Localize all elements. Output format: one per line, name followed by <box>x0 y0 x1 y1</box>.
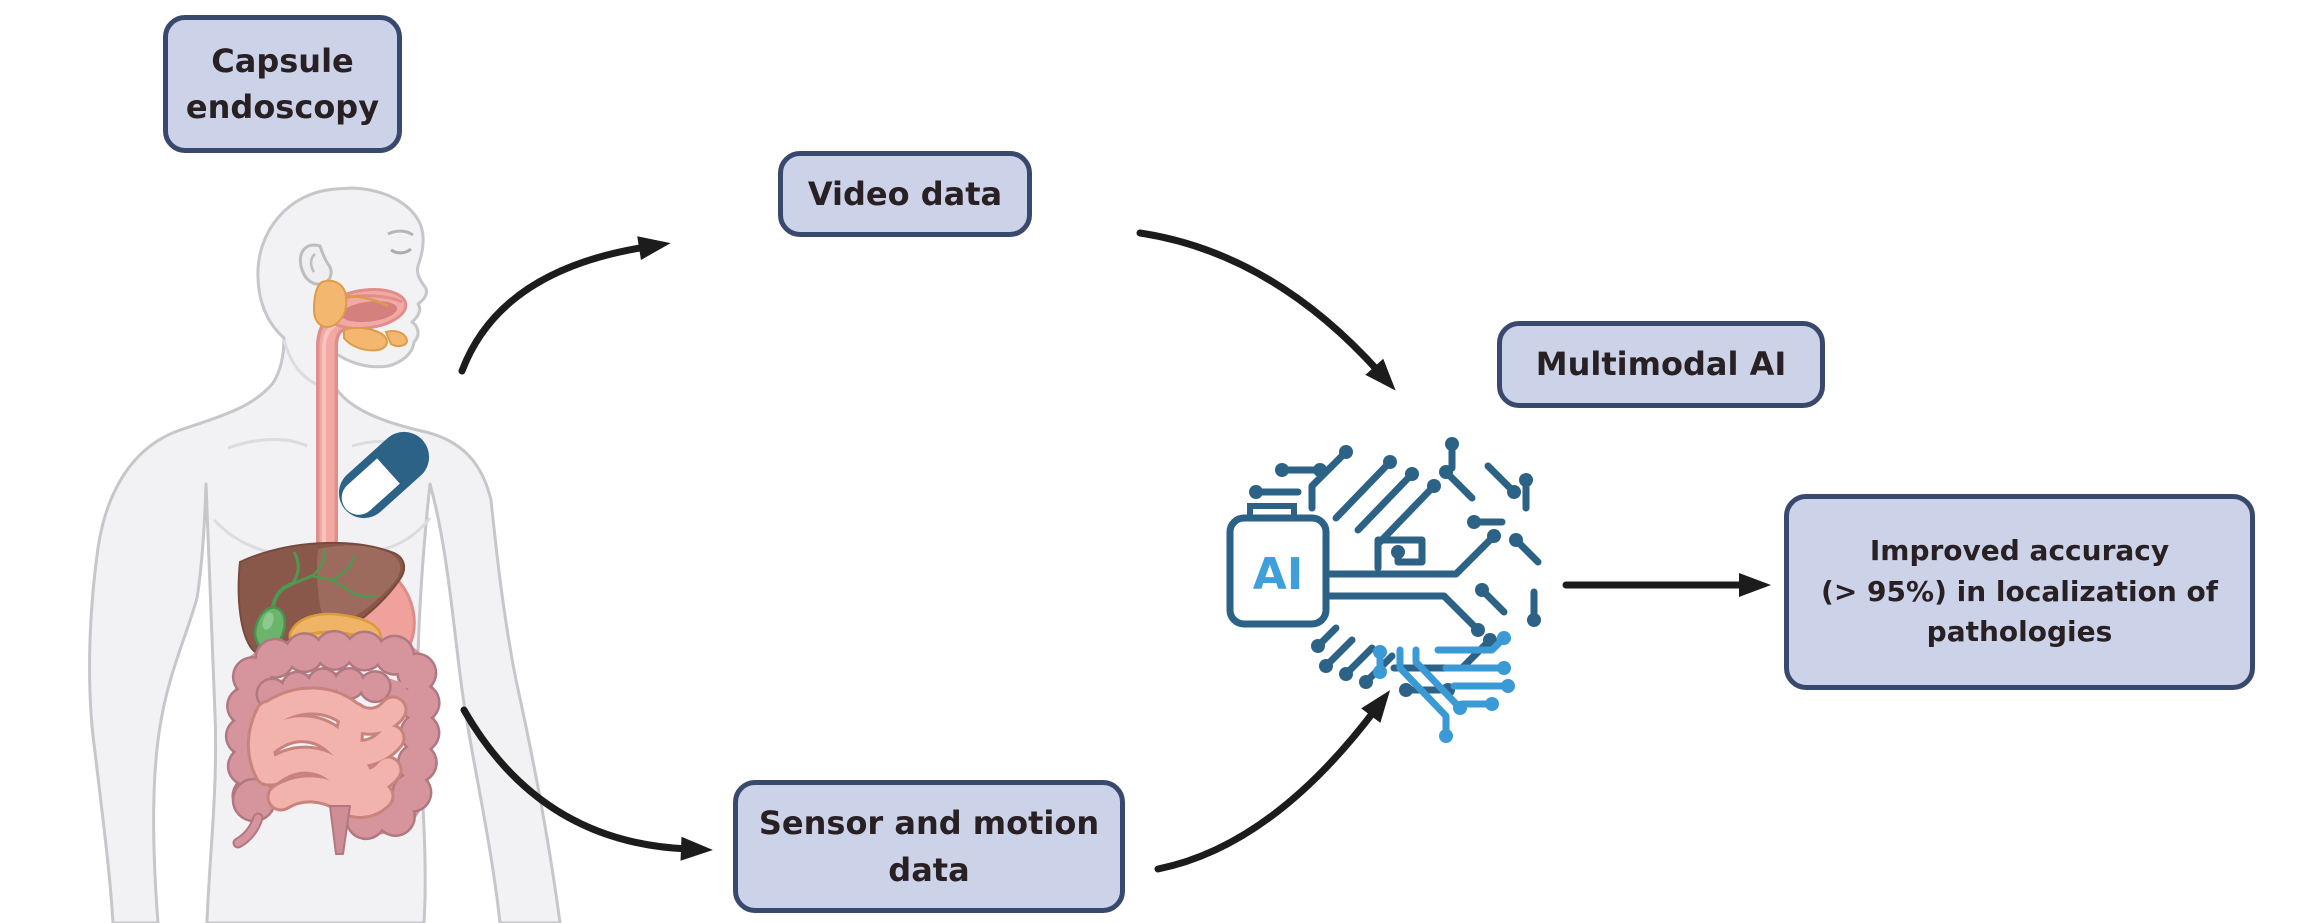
capsule-endoscopy-label-box: Capsule endoscopy <box>163 15 402 153</box>
appendix-icon <box>234 814 262 847</box>
salivary-glands-icon <box>312 279 409 352</box>
video-data-label-box: Video data <box>778 151 1032 237</box>
ai-chip: AI <box>1226 503 1330 628</box>
large-intestine-icon <box>224 629 441 841</box>
outcome-label-box: Improved accuracy (> 95%) in localizatio… <box>1784 494 2255 690</box>
rectum-icon <box>329 805 351 855</box>
arrow-sensor-data-to-ai <box>1154 690 1391 873</box>
human-body-illustration <box>88 186 562 923</box>
arrow-body-to-video-data <box>458 236 671 375</box>
sensor-motion-data-label-box: Sensor and motion data <box>733 780 1125 913</box>
circuit-brain-ai-icon: AI <box>1226 437 1542 743</box>
circuit-dots-light <box>1373 631 1515 743</box>
ear-inner-line <box>309 253 316 273</box>
flow-arrows <box>458 229 1771 873</box>
ai-chip-label: AI <box>1253 549 1303 600</box>
closed-eye-icon <box>390 247 412 255</box>
ai-chip-body <box>1226 514 1330 628</box>
eyebrow-icon <box>387 229 414 237</box>
arrow-video-data-to-ai <box>1136 229 1396 391</box>
circuit-traces-light <box>1376 634 1512 740</box>
small-intestine-icon <box>246 686 408 819</box>
capsule-pill-icon <box>338 431 430 519</box>
arrow-body-to-sensor-data <box>460 706 713 861</box>
multimodal-ai-label-box: Multimodal AI <box>1497 321 1825 408</box>
